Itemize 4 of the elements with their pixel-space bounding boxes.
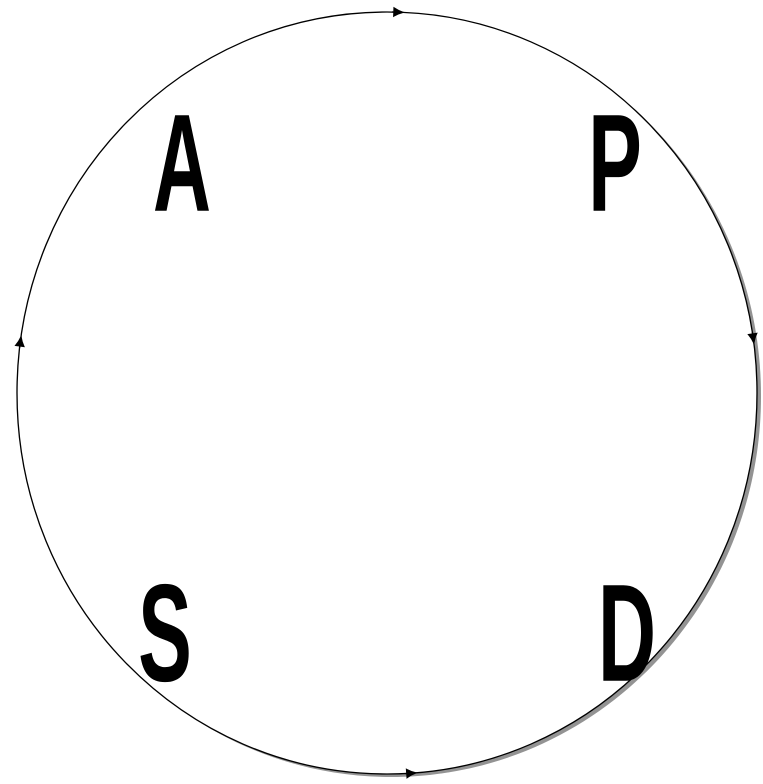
stage-letter: S: [140, 584, 189, 682]
stage-letter: A: [154, 115, 209, 211]
stage-letter: D: [603, 585, 653, 681]
stage-letter: P: [594, 115, 640, 211]
